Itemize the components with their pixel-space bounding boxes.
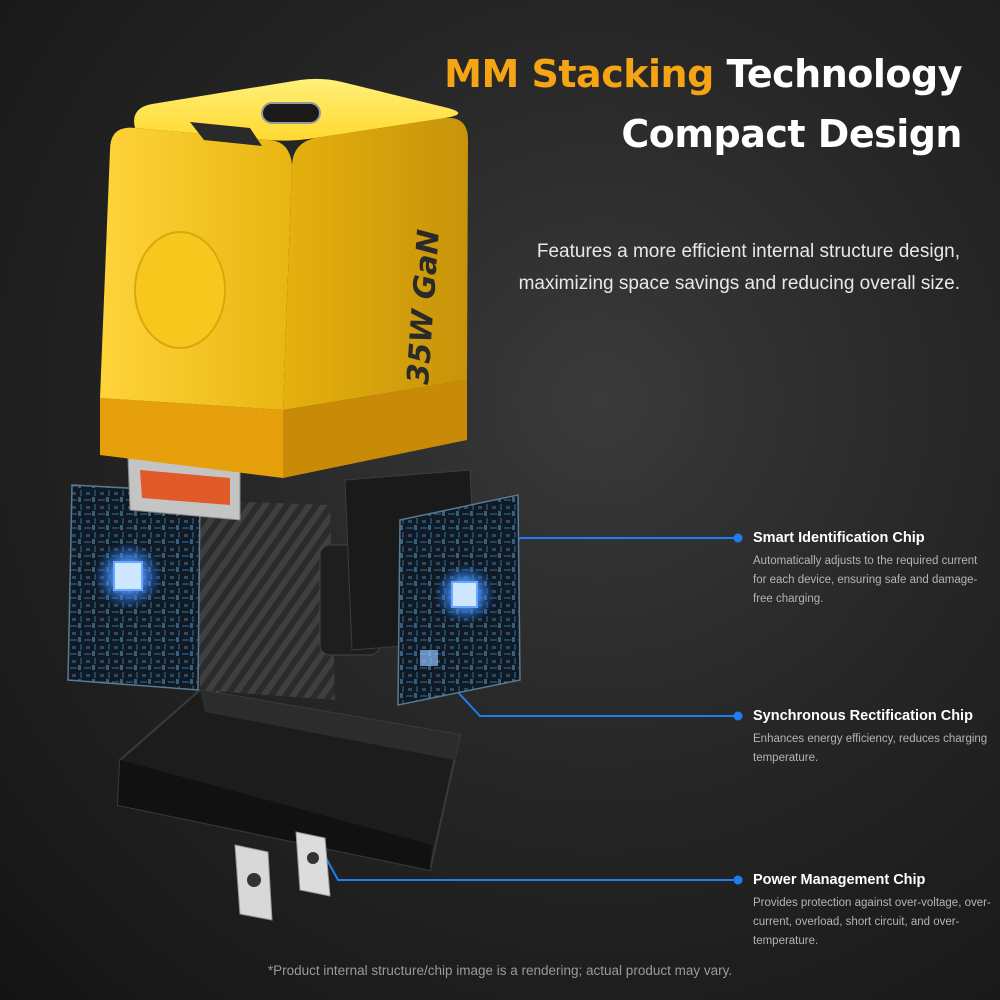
right-pcb-board xyxy=(397,494,521,706)
callout-text: Automatically adjusts to the required cu… xyxy=(753,555,978,605)
callout-title: Power Management Chip xyxy=(753,872,926,888)
headline-line-2: Compact Design xyxy=(621,112,962,156)
top-usb-c-port xyxy=(261,102,321,124)
smart-identification-chip xyxy=(451,581,478,608)
callout-text: Enhances energy efficiency, reduces char… xyxy=(753,733,988,764)
synchronous-rectification-chip xyxy=(420,650,438,666)
left-pcb-board xyxy=(67,484,201,691)
power-management-chip xyxy=(113,561,143,591)
callout-title: Synchronous Rectification Chip xyxy=(753,708,973,724)
top-usb-a-port xyxy=(190,122,262,146)
callout-power-management: Power Management Chip Provides protectio… xyxy=(753,872,993,951)
headline-rest: Technology xyxy=(713,52,963,96)
feature-description: Features a more efficient internal struc… xyxy=(518,241,960,294)
plug-housing xyxy=(116,688,462,921)
charger-shell: 35W GaN xyxy=(100,78,468,478)
callout-text: Provides protection against over-voltage… xyxy=(753,897,991,947)
callout-smart-identification: Smart Identification Chip Automatically … xyxy=(753,530,993,609)
usb-a-port xyxy=(127,457,241,521)
headline-line-1: MM Stacking Technology xyxy=(444,52,962,96)
footnote-disclaimer: *Product internal structure/chip image i… xyxy=(267,963,733,978)
callout-synchronous-rectification: Synchronous Rectification Chip Enhances … xyxy=(753,708,993,768)
headline-accent: MM Stacking xyxy=(444,52,714,96)
callout-title: Smart Identification Chip xyxy=(753,530,925,546)
